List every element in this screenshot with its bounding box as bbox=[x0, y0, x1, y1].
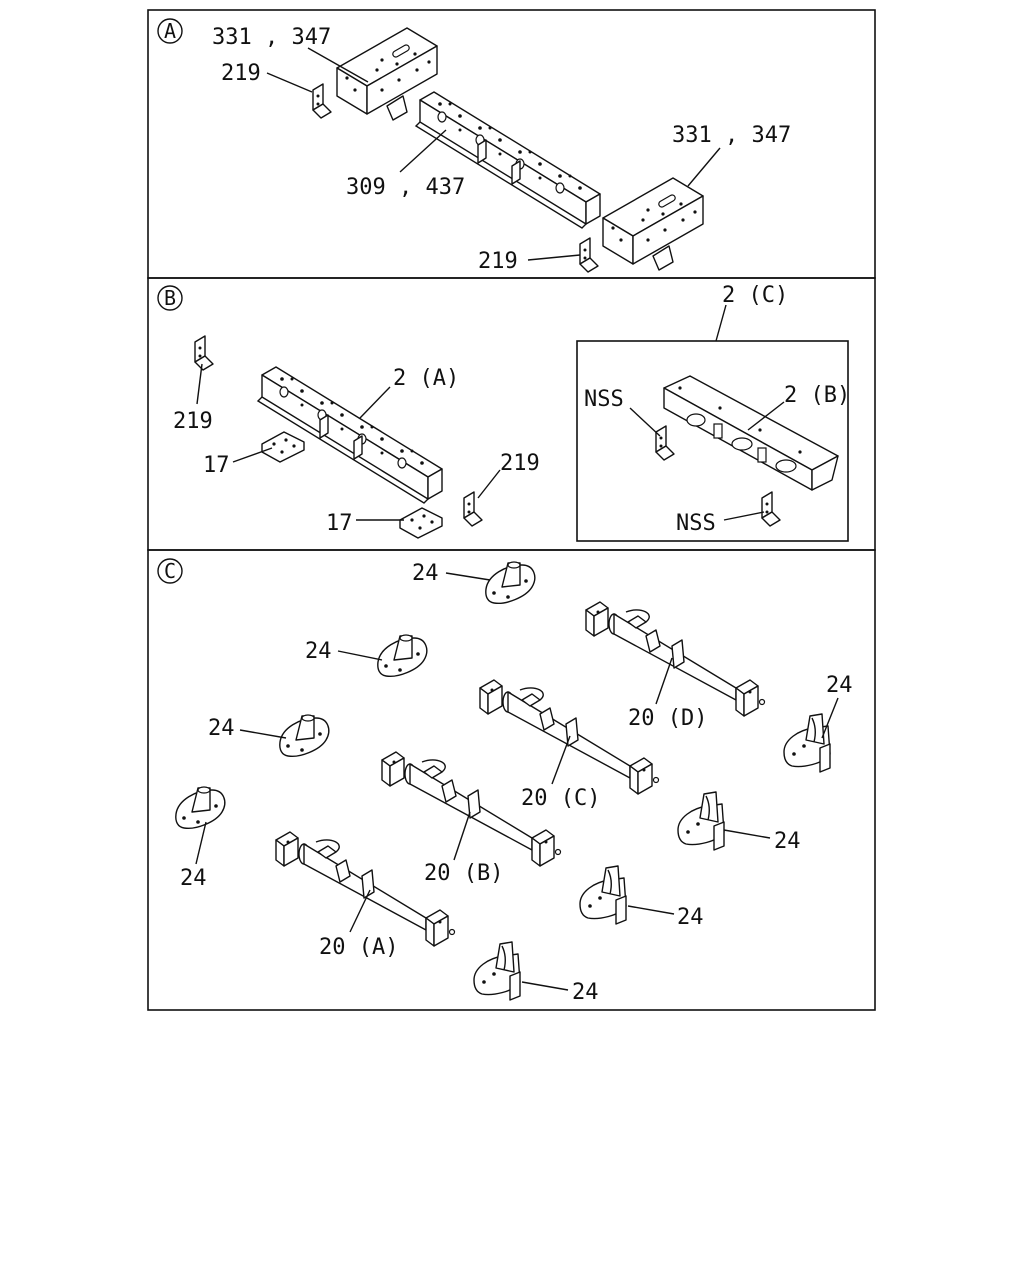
label-b9: NSS bbox=[676, 511, 716, 536]
label-b2: 2 (A) bbox=[393, 366, 459, 391]
mount-24-7 bbox=[579, 865, 627, 925]
section-b-marker: B bbox=[164, 286, 176, 310]
bracket-219-left bbox=[312, 83, 332, 119]
label-a3: 309 , 437 bbox=[346, 175, 465, 200]
crossmember-2b bbox=[663, 375, 839, 491]
inset-2c-frame bbox=[576, 340, 849, 542]
label-c-24-8: 24 bbox=[572, 980, 599, 1005]
label-b7: NSS bbox=[584, 387, 624, 412]
section-a-marker-circle bbox=[157, 18, 183, 44]
bracket-219-upper bbox=[194, 335, 214, 371]
label-a5: 219 bbox=[478, 249, 518, 274]
crossmember-20a bbox=[275, 831, 456, 947]
mount-24-1 bbox=[485, 561, 536, 605]
label-b8: 2 (B) bbox=[784, 383, 850, 408]
crossmember-309 bbox=[415, 91, 601, 229]
end-bracket-right bbox=[602, 177, 704, 271]
label-c-20a: 20 (A) bbox=[319, 935, 398, 960]
label-c-24-4: 24 bbox=[180, 866, 207, 891]
label-b4: 219 bbox=[500, 451, 540, 476]
label-a4: 331 , 347 bbox=[672, 123, 791, 148]
mount-24-2 bbox=[377, 634, 428, 678]
mount-24-6 bbox=[677, 791, 725, 851]
mount-24-5 bbox=[783, 713, 831, 773]
label-b6: 2 (C) bbox=[722, 283, 788, 308]
mount-24-3 bbox=[279, 714, 330, 758]
mount-24-8 bbox=[473, 941, 521, 1001]
plate-17-right bbox=[399, 507, 443, 539]
label-c-20b: 20 (B) bbox=[424, 861, 503, 886]
section-b: B 219 2 (A) 17 219 bbox=[157, 283, 850, 539]
section-c-marker-circle bbox=[157, 558, 183, 584]
section-a-marker: A bbox=[164, 19, 176, 43]
label-c-24-7: 24 bbox=[677, 905, 704, 930]
label-c-24-5: 24 bbox=[826, 673, 853, 698]
label-a2: 219 bbox=[221, 61, 261, 86]
crossmember-20d bbox=[585, 601, 766, 717]
plate-17-left bbox=[261, 431, 305, 463]
nss-bracket-upper bbox=[655, 425, 675, 461]
bracket-219-right bbox=[579, 237, 599, 273]
label-b1: 219 bbox=[173, 409, 213, 434]
label-b5: 17 bbox=[326, 511, 353, 536]
section-a: A 331 , 347 219 309 , 437 331 , 347 219 bbox=[157, 18, 791, 274]
label-c-24-2: 24 bbox=[305, 639, 332, 664]
label-a1: 331 , 347 bbox=[212, 25, 331, 50]
label-c-24-6: 24 bbox=[774, 829, 801, 854]
label-c-24-3: 24 bbox=[208, 716, 235, 741]
section-b-marker-circle bbox=[157, 285, 183, 311]
label-c-20c: 20 (C) bbox=[521, 786, 600, 811]
section-c: C 24 24 24 24 24 24 24 24 20 (D) 20 bbox=[157, 558, 853, 1005]
label-b3: 17 bbox=[203, 453, 230, 478]
label-c-24-1: 24 bbox=[412, 561, 439, 586]
section-c-marker: C bbox=[164, 559, 176, 583]
nss-bracket-lower bbox=[761, 491, 781, 527]
mount-24-4 bbox=[175, 786, 226, 830]
panel-c-frame bbox=[147, 549, 876, 1011]
label-c-20d: 20 (D) bbox=[628, 706, 707, 731]
